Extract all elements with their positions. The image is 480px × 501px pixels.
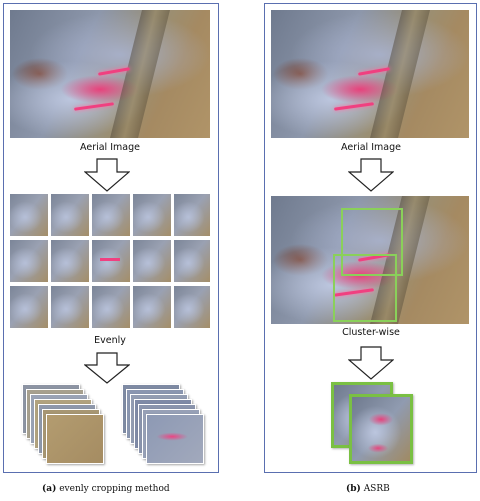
panel-asrb: Aerial Image Cluster-wise xyxy=(264,3,477,473)
grid-tile xyxy=(10,240,48,282)
aerial-image-label: Aerial Image xyxy=(341,142,401,153)
aerial-image xyxy=(10,10,210,138)
aerial-image xyxy=(271,10,469,138)
down-arrow-icon xyxy=(348,346,394,380)
grid-tile xyxy=(174,286,210,328)
grid-tile xyxy=(10,286,48,328)
aerial-image-with-clusters xyxy=(271,196,469,324)
down-arrow-icon xyxy=(84,352,130,384)
cropped-stack-right xyxy=(122,384,212,468)
grid-tile xyxy=(92,286,130,328)
caption-b: (b) ASRB xyxy=(346,484,390,494)
grid-tile xyxy=(174,240,210,282)
panel-evenly-cropping: Aerial Image Evenly xyxy=(3,3,219,473)
caption-a-tag: (a) xyxy=(42,484,57,494)
grid-tile xyxy=(51,286,89,328)
aerial-image-label: Aerial Image xyxy=(80,142,140,153)
grid-tile xyxy=(51,240,89,282)
caption-b-tag: (b) xyxy=(346,484,361,494)
stack-card xyxy=(146,414,204,464)
cropped-stack-left xyxy=(22,384,112,468)
cluster-wise-label: Cluster-wise xyxy=(342,327,400,338)
grid-tile xyxy=(10,194,48,236)
grid-tile xyxy=(92,240,130,282)
cluster-box xyxy=(341,208,403,276)
grid-tile xyxy=(133,194,171,236)
caption-b-text: ASRB xyxy=(363,484,390,494)
caption-a: (a) evenly cropping method xyxy=(42,484,170,494)
grid-tile xyxy=(92,194,130,236)
down-arrow-icon xyxy=(84,158,130,192)
cluster-crop xyxy=(349,394,413,464)
caption-a-text: evenly cropping method xyxy=(59,484,170,494)
evenly-label: Evenly xyxy=(94,335,126,346)
grid-crops xyxy=(10,194,210,328)
grid-tile xyxy=(133,240,171,282)
stack-card xyxy=(46,414,104,464)
down-arrow-icon xyxy=(348,158,394,192)
grid-tile xyxy=(51,194,89,236)
grid-tile xyxy=(133,286,171,328)
cluster-box xyxy=(333,254,397,322)
grid-tile xyxy=(174,194,210,236)
